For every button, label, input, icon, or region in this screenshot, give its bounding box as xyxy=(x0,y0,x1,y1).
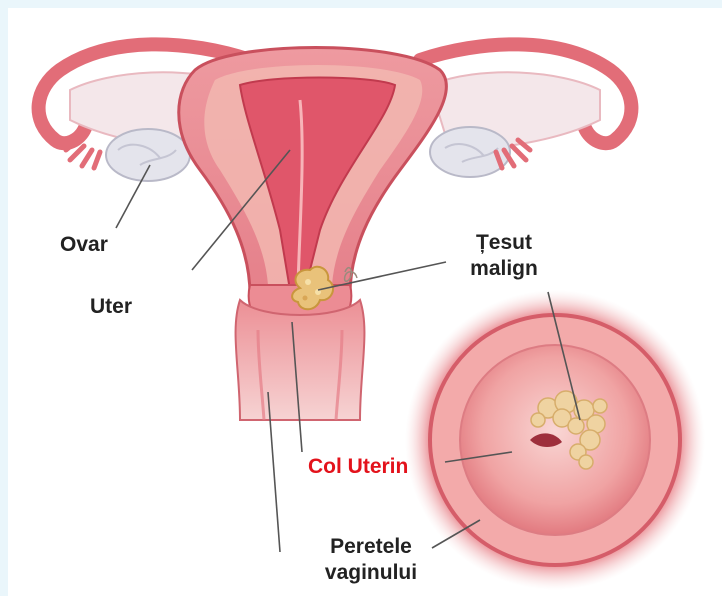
label-tesut-malign: Țesut malign xyxy=(456,230,552,282)
label-uter: Uter xyxy=(90,294,132,320)
ovary-left xyxy=(106,129,190,181)
label-col-uterin: Col Uterin xyxy=(308,454,408,480)
label-tesut-line1: Țesut xyxy=(456,230,552,256)
vaginal-canal xyxy=(236,300,365,420)
label-peretele-vaginului: Peretele vaginului xyxy=(296,534,446,586)
label-tesut-line2: malign xyxy=(456,256,552,282)
fimbriae-left xyxy=(66,140,100,168)
label-ovar: Ovar xyxy=(60,232,108,258)
label-peretele-line2: vaginului xyxy=(296,560,446,586)
label-peretele-line1: Peretele xyxy=(296,534,446,560)
